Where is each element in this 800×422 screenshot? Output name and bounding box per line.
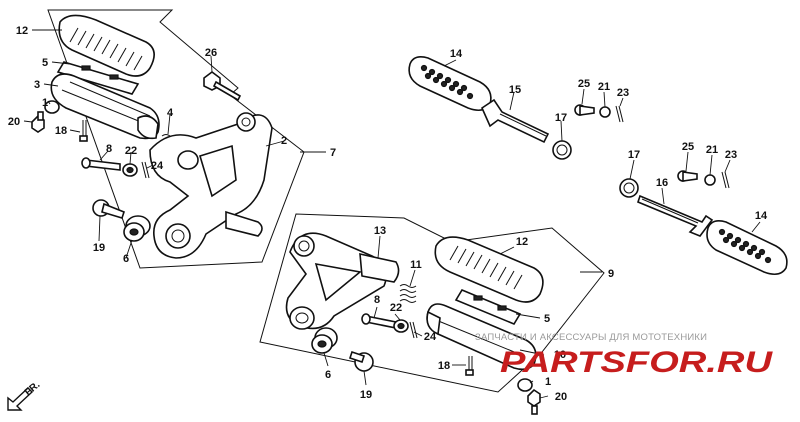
label-12-left: 12	[16, 25, 28, 37]
label-19-left: 19	[93, 242, 105, 254]
label-19-right: 19	[360, 389, 372, 401]
bolt-18-left	[79, 120, 88, 142]
label-3: 3	[34, 79, 40, 91]
label-18-right: 18	[438, 360, 450, 372]
label-14-top: 14	[450, 48, 463, 60]
watermark-brand: PARTSFOR.RU	[500, 346, 774, 379]
pin-right	[361, 313, 397, 329]
spacer-17-mid	[619, 178, 639, 198]
label-24-right: 24	[424, 331, 437, 343]
label-5-left: 5	[42, 57, 48, 69]
passenger-peg-rubber-top	[408, 56, 492, 112]
label-17-mid: 17	[628, 149, 640, 161]
footpeg-rubber-right	[434, 236, 544, 303]
bolt-18-right	[465, 356, 474, 376]
label-8-right: 8	[374, 294, 380, 306]
bolt-19-left	[92, 199, 125, 219]
front-direction-marker: FR.	[7, 379, 42, 411]
pin-23-top	[615, 105, 624, 123]
right-assembly-frame	[259, 213, 605, 393]
collar-left	[44, 100, 60, 114]
label-22-left: 22	[125, 145, 137, 157]
footpeg-bracket-left	[149, 112, 273, 259]
label-23-top: 23	[617, 87, 629, 99]
collar-right	[517, 378, 533, 392]
pin-23-mid	[721, 171, 730, 189]
label-20-left: 20	[8, 116, 20, 128]
label-25-mid: 25	[682, 141, 694, 153]
label-1-left: 1	[42, 97, 48, 109]
cotter-pin-right	[409, 321, 418, 339]
label-7: 7	[330, 147, 336, 159]
bolt-25-mid	[677, 170, 698, 182]
label-15: 15	[509, 84, 521, 96]
label-5-right: 5	[544, 313, 550, 325]
label-24-left: 24	[151, 160, 164, 172]
label-13: 13	[374, 225, 386, 237]
label-16: 16	[656, 177, 668, 189]
label-4: 4	[167, 107, 174, 119]
footpeg-bracket-right	[285, 232, 400, 330]
label-1-right: 1	[545, 376, 551, 388]
label-6-left: 6	[123, 253, 129, 265]
label-12-right: 12	[516, 236, 528, 248]
bolt-25-top	[574, 104, 595, 116]
bolt-26	[203, 71, 242, 102]
label-2: 2	[281, 135, 287, 147]
passenger-peg-top	[480, 98, 550, 144]
label-6-right: 6	[325, 369, 331, 381]
collar-6-left	[123, 215, 151, 242]
label-8-left: 8	[106, 143, 112, 155]
front-arrow-icon	[7, 387, 34, 411]
label-10: 10	[554, 349, 566, 361]
bolt-20-right	[527, 388, 541, 415]
watermark: ЗАПЧАСТИ И АКСЕССУАРЫ ДЛЯ МОТОТЕХНИКИ PA…	[475, 332, 774, 379]
label-18-left: 18	[55, 125, 67, 137]
label-20-right: 20	[555, 391, 567, 403]
label-14-mid: 14	[755, 210, 768, 222]
collar-6-right	[311, 327, 338, 354]
part-number-labels: 12 5 3 1 20 18 4 8 22 24 26 2 7 19 6 14 …	[8, 25, 768, 403]
pin-left	[81, 157, 121, 171]
label-23-mid: 23	[725, 149, 737, 161]
bolt-20-left	[31, 111, 45, 133]
passenger-peg-rubber-mid	[706, 220, 788, 276]
spring-right	[399, 284, 417, 303]
label-25-top: 25	[578, 78, 590, 90]
label-26: 26	[205, 47, 217, 59]
label-21-top: 21	[598, 81, 610, 93]
label-9: 9	[608, 268, 614, 280]
passenger-peg-mid	[637, 194, 714, 237]
label-17-top: 17	[555, 112, 567, 124]
label-21-mid: 21	[706, 144, 718, 156]
leader-lines	[23, 29, 761, 399]
watermark-tagline: ЗАПЧАСТИ И АКСЕССУАРЫ ДЛЯ МОТОТЕХНИКИ	[475, 332, 707, 343]
spacer-17-top	[552, 140, 572, 160]
footpeg-rubber-left	[58, 14, 155, 77]
washer-21-top	[599, 106, 611, 118]
washer-21-mid	[704, 174, 716, 186]
footpeg-body-left	[50, 73, 160, 140]
cotter-pin-left	[141, 161, 150, 179]
label-11: 11	[410, 259, 422, 271]
footpeg-body-right	[426, 303, 537, 371]
label-22-right: 22	[390, 302, 402, 314]
